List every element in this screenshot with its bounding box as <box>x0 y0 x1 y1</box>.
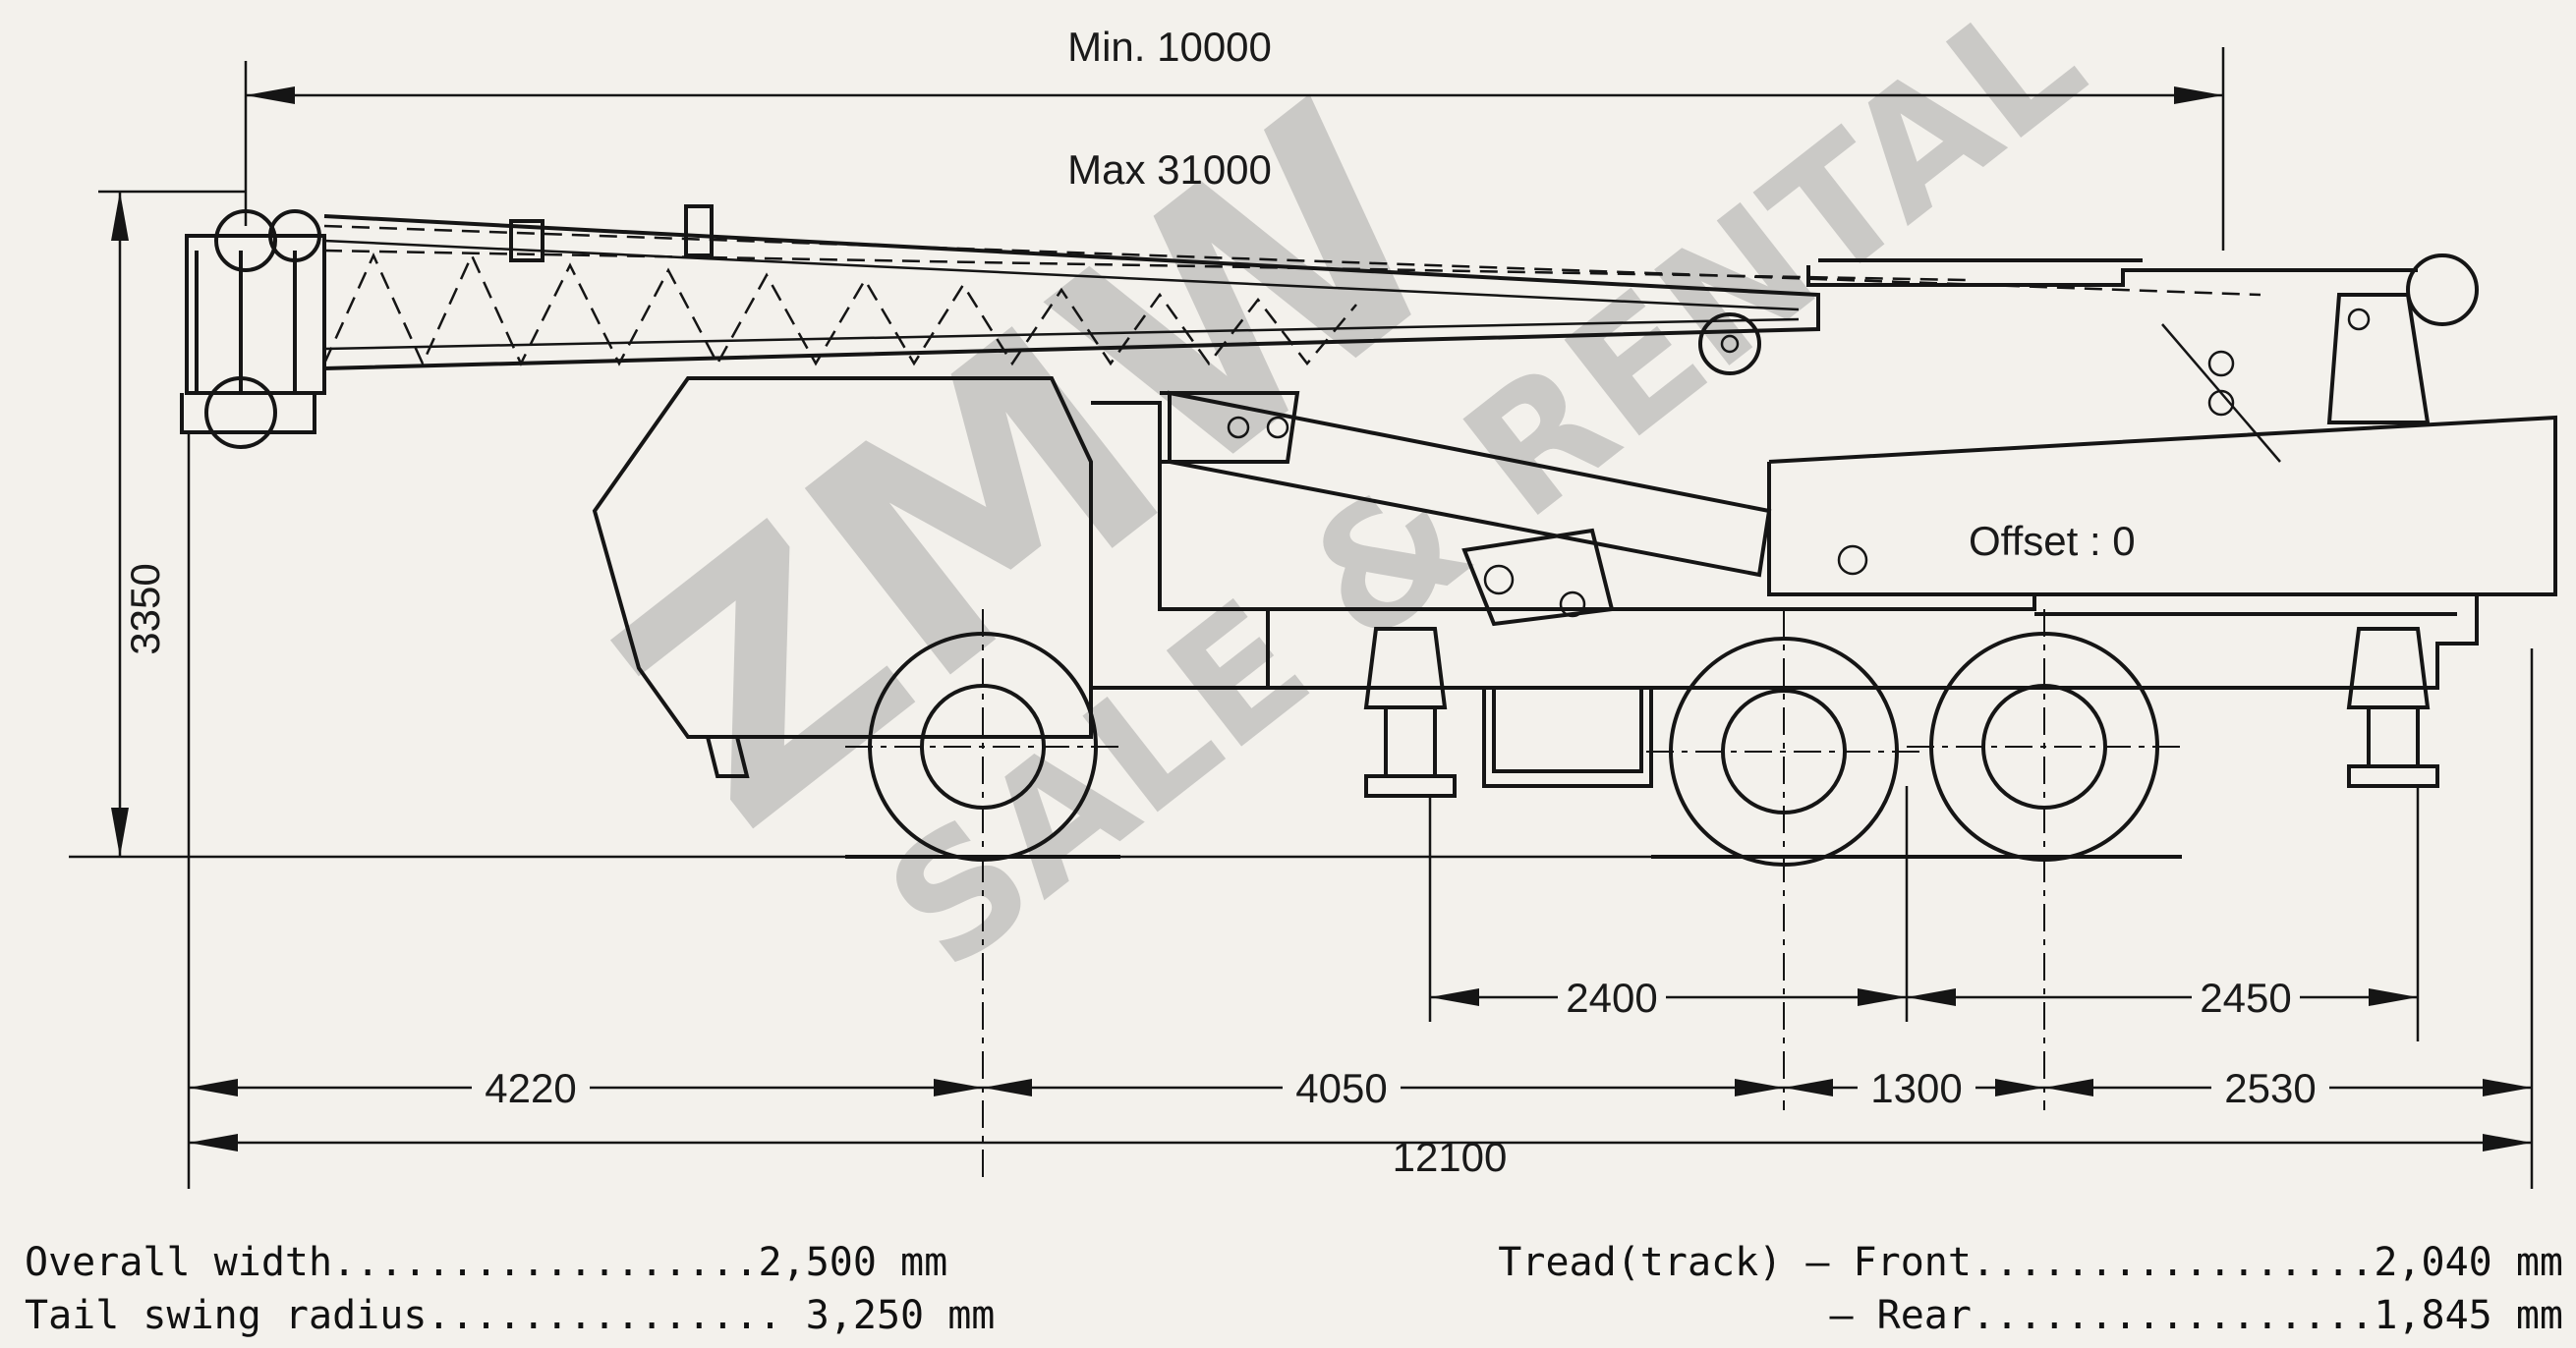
boom-head-sheave <box>268 209 321 262</box>
bracket-pin <box>1483 564 1515 595</box>
carrier-chassis <box>592 376 2479 798</box>
spec-tread-rear: — Rear.................1,845 mm <box>1829 1293 2563 1338</box>
arrow-head <box>111 808 129 857</box>
label-bg <box>1283 1063 1401 1112</box>
telescopic-boom <box>180 204 2261 449</box>
wheels <box>845 609 2182 1179</box>
boom-head <box>185 234 326 395</box>
front-outrigger <box>1363 627 1448 709</box>
carrier-cab <box>592 376 1093 739</box>
hook-block <box>204 376 277 449</box>
boom-pivot-sheave <box>1698 312 1761 375</box>
arrow-head <box>934 1079 983 1096</box>
front-step <box>706 736 750 778</box>
dim-2400-label: 2400 <box>1566 975 1657 1021</box>
boom-section-line <box>323 317 1800 351</box>
spec-list: Overall width..................2,500 mm … <box>25 1240 2563 1338</box>
arrow-head <box>1784 1079 1833 1096</box>
turntable-base <box>1767 462 2034 596</box>
boom-guide <box>509 219 544 262</box>
arrow-head <box>2174 86 2223 104</box>
arrow-head <box>983 1079 1032 1096</box>
center-body-outer <box>1482 688 1653 788</box>
hook-frame <box>180 393 316 434</box>
label-bg <box>1558 973 1666 1022</box>
counterweight-top <box>1806 265 2418 287</box>
arrow-head <box>2483 1134 2532 1151</box>
arrow-head <box>111 192 129 241</box>
bottom-dimensions: 2400 2450 4220 4050 1300 2530 12100 <box>187 432 2534 1189</box>
dim-2450-label: 2450 <box>2200 975 2291 1021</box>
arrow-head <box>2483 1079 2532 1096</box>
spec-overall-width: Overall width..................2,500 mm <box>25 1240 947 1285</box>
boom-head-sheave <box>214 209 277 272</box>
front-outrigger-pad <box>1364 774 1457 798</box>
dim-4220-label: 4220 <box>485 1065 576 1111</box>
arrow-head <box>1858 988 1907 1006</box>
label-bg <box>472 1063 590 1112</box>
cylinder-pin <box>1227 416 1250 439</box>
label-bg <box>2211 1063 2329 1112</box>
max-length-label: Max 31000 <box>1067 146 1272 193</box>
boom-extended-line <box>323 224 2261 297</box>
chassis-frame <box>1268 592 2479 690</box>
rear-outrigger <box>2346 627 2431 709</box>
arrow-head <box>2044 1079 2093 1096</box>
brace-line <box>2161 323 2281 463</box>
hydraulic-pin <box>2207 350 2235 377</box>
cylinder-head <box>1160 391 1300 464</box>
spec-tail-swing: Tail swing radius............... 3,250 m… <box>25 1293 995 1338</box>
rear-pin <box>2347 308 2371 331</box>
boom-guide <box>684 204 714 257</box>
arrow-head <box>1430 988 1479 1006</box>
rear-outrigger-pad <box>2347 764 2439 788</box>
cab-side <box>1091 401 1270 690</box>
boom-length-dimension: Min. 10000 Max 31000 <box>244 24 2225 251</box>
dim-1300-label: 1300 <box>1870 1065 1962 1111</box>
arrow-head <box>2369 988 2418 1006</box>
label-bg <box>1858 1063 1975 1112</box>
hydraulic-pin <box>2207 389 2235 417</box>
arrow-head <box>246 86 295 104</box>
arrow-head <box>1995 1079 2044 1096</box>
arrow-head <box>1907 988 1956 1006</box>
front-axle-centerline <box>845 609 1120 1179</box>
dim-12100-label: 12100 <box>1393 1134 1508 1180</box>
center-body <box>1492 688 1643 773</box>
boom-pivot-pin <box>1720 334 1740 354</box>
label-bg <box>2192 973 2300 1022</box>
turntable-pin <box>1837 544 1868 576</box>
superstructure: Offset : 0 <box>1160 253 2557 627</box>
boom-section-outer <box>323 214 1820 370</box>
min-length-label: Min. 10000 <box>1067 24 1272 70</box>
offset-label: Offset : 0 <box>1969 518 2136 564</box>
arrow-head <box>189 1134 238 1151</box>
rear-axle-1-centerline <box>1646 609 1921 1110</box>
dim-4050-label: 4050 <box>1295 1065 1387 1111</box>
boom-lattice <box>322 252 1357 367</box>
arrow-head <box>189 1079 238 1096</box>
dim-2530-label: 2530 <box>2224 1065 2316 1111</box>
rear-axle-2-centerline <box>1907 609 2182 1110</box>
boom-section-line <box>323 239 1800 311</box>
cylinder-pin <box>1266 416 1289 439</box>
spec-tread-front: Tread(track) — Front.................2,0… <box>1498 1240 2563 1285</box>
height-label: 3350 <box>122 563 168 654</box>
luffing-cylinder <box>1168 390 1772 578</box>
rear-sheave <box>2406 253 2479 326</box>
bracket-pin <box>1559 590 1586 618</box>
arrow-head <box>1735 1079 1784 1096</box>
mast-frame <box>2326 293 2431 424</box>
boom-head-plates <box>195 251 297 393</box>
